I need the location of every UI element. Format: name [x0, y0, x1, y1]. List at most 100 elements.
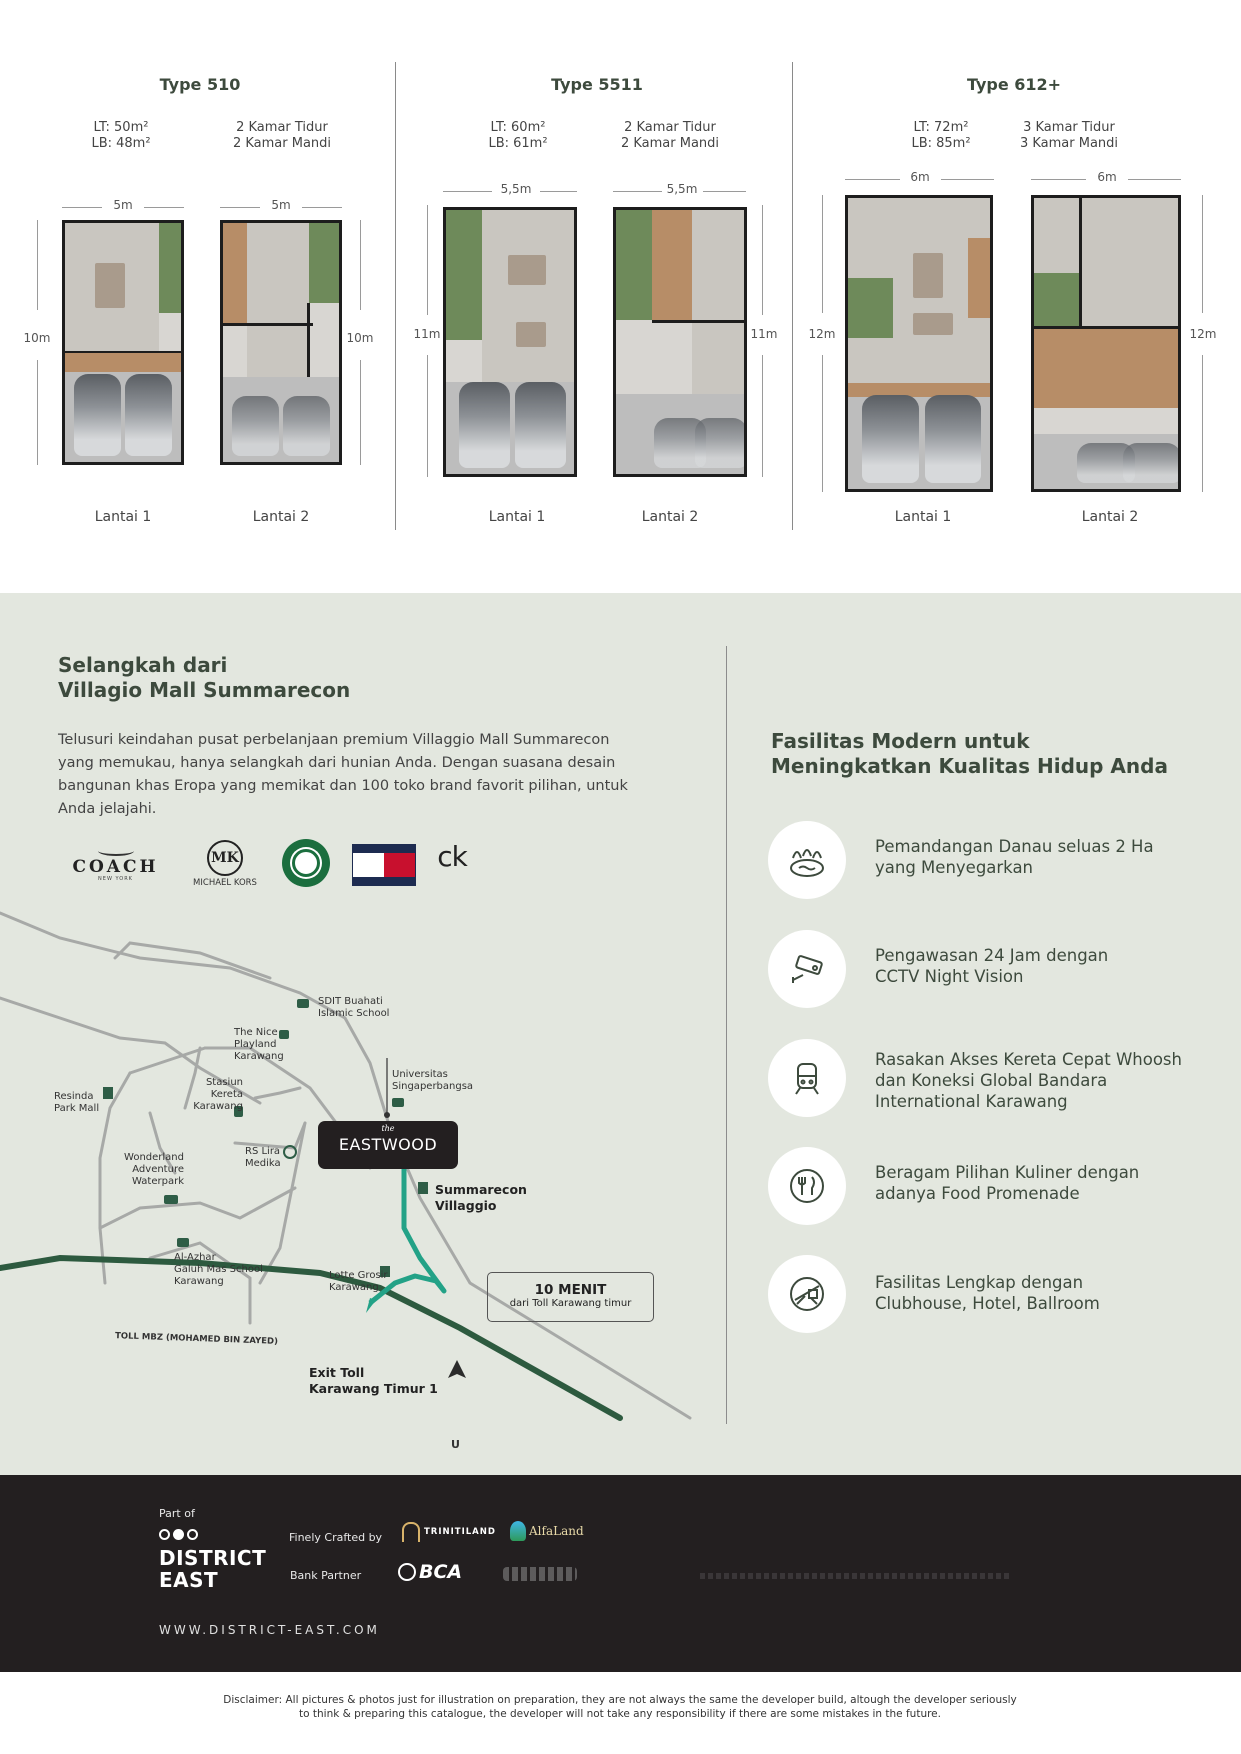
depth-label: 11m: [413, 327, 441, 341]
depth-dimension: [360, 360, 361, 465]
ck-logo-text: ck: [437, 840, 468, 873]
width-label: 5m: [113, 198, 133, 212]
alfaland-text: AlfaLand: [529, 1524, 584, 1538]
school-icon: [392, 1098, 404, 1107]
depth-dimension: [37, 220, 38, 310]
michael-kors-logo: MK MICHAEL KORS: [186, 840, 264, 888]
coach-logo-sub: NEW YORK: [98, 876, 133, 882]
school-icon: [177, 1238, 189, 1247]
floor-plan-612-lantai-1: [845, 195, 993, 492]
width-label: 5m: [271, 198, 291, 212]
type-area-spec: LT: 60m² LB: 61m²: [488, 120, 548, 151]
north-arrow-icon: [448, 1360, 466, 1378]
map-label-lotte: Lotte Grosir Karawang: [329, 1270, 388, 1293]
map-label-stasiun: Stasiun Kereta Karawang: [193, 1077, 243, 1112]
depth-label: 11m: [750, 327, 778, 341]
coach-logo: COACH NEW YORK: [58, 846, 173, 882]
starbucks-logo: [282, 839, 330, 887]
floor-label: Lantai 2: [641, 509, 699, 525]
waterpark-icon: [164, 1195, 178, 1204]
website-link[interactable]: WWW.DISTRICT-EAST.COM: [159, 1623, 380, 1637]
depth-dimension: [1202, 355, 1203, 492]
travel-time-box: 10 MENIT dari Toll Karawang timur: [487, 1272, 654, 1322]
facilities-title: Fasilitas Modern untuk Meningkatkan Kual…: [771, 729, 1168, 778]
depth-label: 10m: [23, 331, 51, 345]
depth-dimension: [427, 205, 428, 315]
coach-logo-mark: [97, 846, 134, 856]
width-dimension: [845, 179, 900, 180]
alfaland-mark-icon: [510, 1521, 526, 1541]
width-dimension: [540, 191, 577, 192]
width-dimension: [144, 207, 184, 208]
facility-text: Rasakan Akses Kereta Cepat Whoosh dan Ko…: [875, 1050, 1182, 1111]
facility-text: Fasilitas Lengkap dengan Clubhouse, Hote…: [875, 1273, 1100, 1313]
district-east-logo: DISTRICT EAST: [159, 1546, 267, 1592]
facility-text: Pengawasan 24 Jam dengan CCTV Night Visi…: [875, 946, 1109, 986]
section-divider: [726, 646, 727, 1424]
mk-monogram: MK: [211, 850, 239, 866]
partner-logo-faint: [503, 1567, 577, 1581]
floor-plan-5511-lantai-1: [443, 207, 577, 477]
facility-item: [768, 821, 846, 899]
width-dimension: [62, 207, 102, 208]
facility-item: [768, 1255, 846, 1333]
facility-item: [768, 1039, 846, 1117]
facility-item: [768, 1147, 846, 1225]
map-label-exit-toll: Exit Toll Karawang Timur 1: [309, 1365, 438, 1396]
lake-icon: [768, 821, 846, 899]
depth-label: 12m: [808, 327, 836, 341]
disclaimer: Disclaimer: All pictures & photos just f…: [223, 1694, 1017, 1720]
map-label-al-azhar: Al-Azhar Galuh Mas School Karawang: [174, 1252, 263, 1287]
cctv-icon: [768, 930, 846, 1008]
clubhouse-icon: [768, 1255, 846, 1333]
type-room-spec: 2 Kamar Tidur 2 Kamar Mandi: [232, 120, 332, 151]
width-label: 5,5m: [666, 182, 698, 196]
floor-label: Lantai 2: [252, 509, 310, 525]
depth-dimension: [427, 355, 428, 477]
location-section: SDIT Buahati Islamic School The Nice Pla…: [0, 593, 1241, 1475]
playground-icon: [279, 1030, 289, 1039]
floor-label: Lantai 2: [1081, 509, 1139, 525]
facility-text: Beragam Pilihan Kuliner dengan adanya Fo…: [875, 1163, 1140, 1203]
facility-text: Pemandangan Danau seluas 2 Ha yang Menye…: [875, 837, 1154, 877]
train-station-icon: [234, 1106, 243, 1117]
width-dimension: [1031, 179, 1086, 180]
location-body: Telusuri keindahan pusat perbelanjaan pr…: [58, 732, 628, 817]
mall-icon: [103, 1087, 113, 1099]
type-room-spec: 3 Kamar Tidur 3 Kamar Mandi: [1019, 120, 1119, 151]
crafted-by-label: Finely Crafted by: [289, 1531, 383, 1544]
width-dimension: [302, 207, 342, 208]
location-title: Selangkah dari Villagio Mall Summarecon: [58, 653, 351, 702]
alfaland-logo: AlfaLand: [510, 1521, 584, 1541]
floor-plan-5511-lantai-2: [613, 207, 747, 477]
type-area-spec: LT: 50m² LB: 48m²: [91, 120, 151, 151]
school-icon: [297, 999, 309, 1008]
mk-circle: MK: [207, 840, 243, 876]
depth-dimension: [762, 355, 763, 477]
type-title: Type 612+: [966, 75, 1062, 94]
facility-item: [768, 930, 846, 1008]
north-label: U: [451, 1438, 460, 1451]
depth-dimension: [822, 195, 823, 313]
map-label-unsika: Universitas Singaperbangsa: [392, 1069, 474, 1092]
trinitiland-mark-icon: [402, 1522, 420, 1542]
bca-logo: BCA: [398, 1561, 462, 1583]
depth-label: 12m: [1189, 327, 1217, 341]
footer: Part of DISTRICT EAST WWW.DISTRICT-EAST.…: [0, 1475, 1241, 1672]
eastwood-badge-name: EASTWOOD: [338, 1135, 438, 1154]
floor-plan-612-lantai-2: [1031, 195, 1181, 492]
floor-label: Lantai 1: [894, 509, 952, 525]
depth-dimension: [822, 355, 823, 492]
store-icon: [380, 1266, 390, 1277]
tommy-hilfiger-logo: [352, 844, 416, 886]
mall-icon: [418, 1182, 428, 1194]
map-label-rs-lira: RS Lira Medika: [245, 1146, 281, 1169]
width-dimension: [1128, 179, 1181, 180]
map-label-resinda: Resinda Park Mall: [54, 1091, 100, 1114]
route-line: [368, 1159, 447, 1305]
width-dimension: [703, 191, 746, 192]
starbucks-inner: [292, 849, 320, 877]
map-label-the-nice: The Nice Playland Karawang: [234, 1027, 284, 1062]
part-of-label: Part of: [159, 1507, 195, 1520]
type-divider: [395, 62, 396, 530]
